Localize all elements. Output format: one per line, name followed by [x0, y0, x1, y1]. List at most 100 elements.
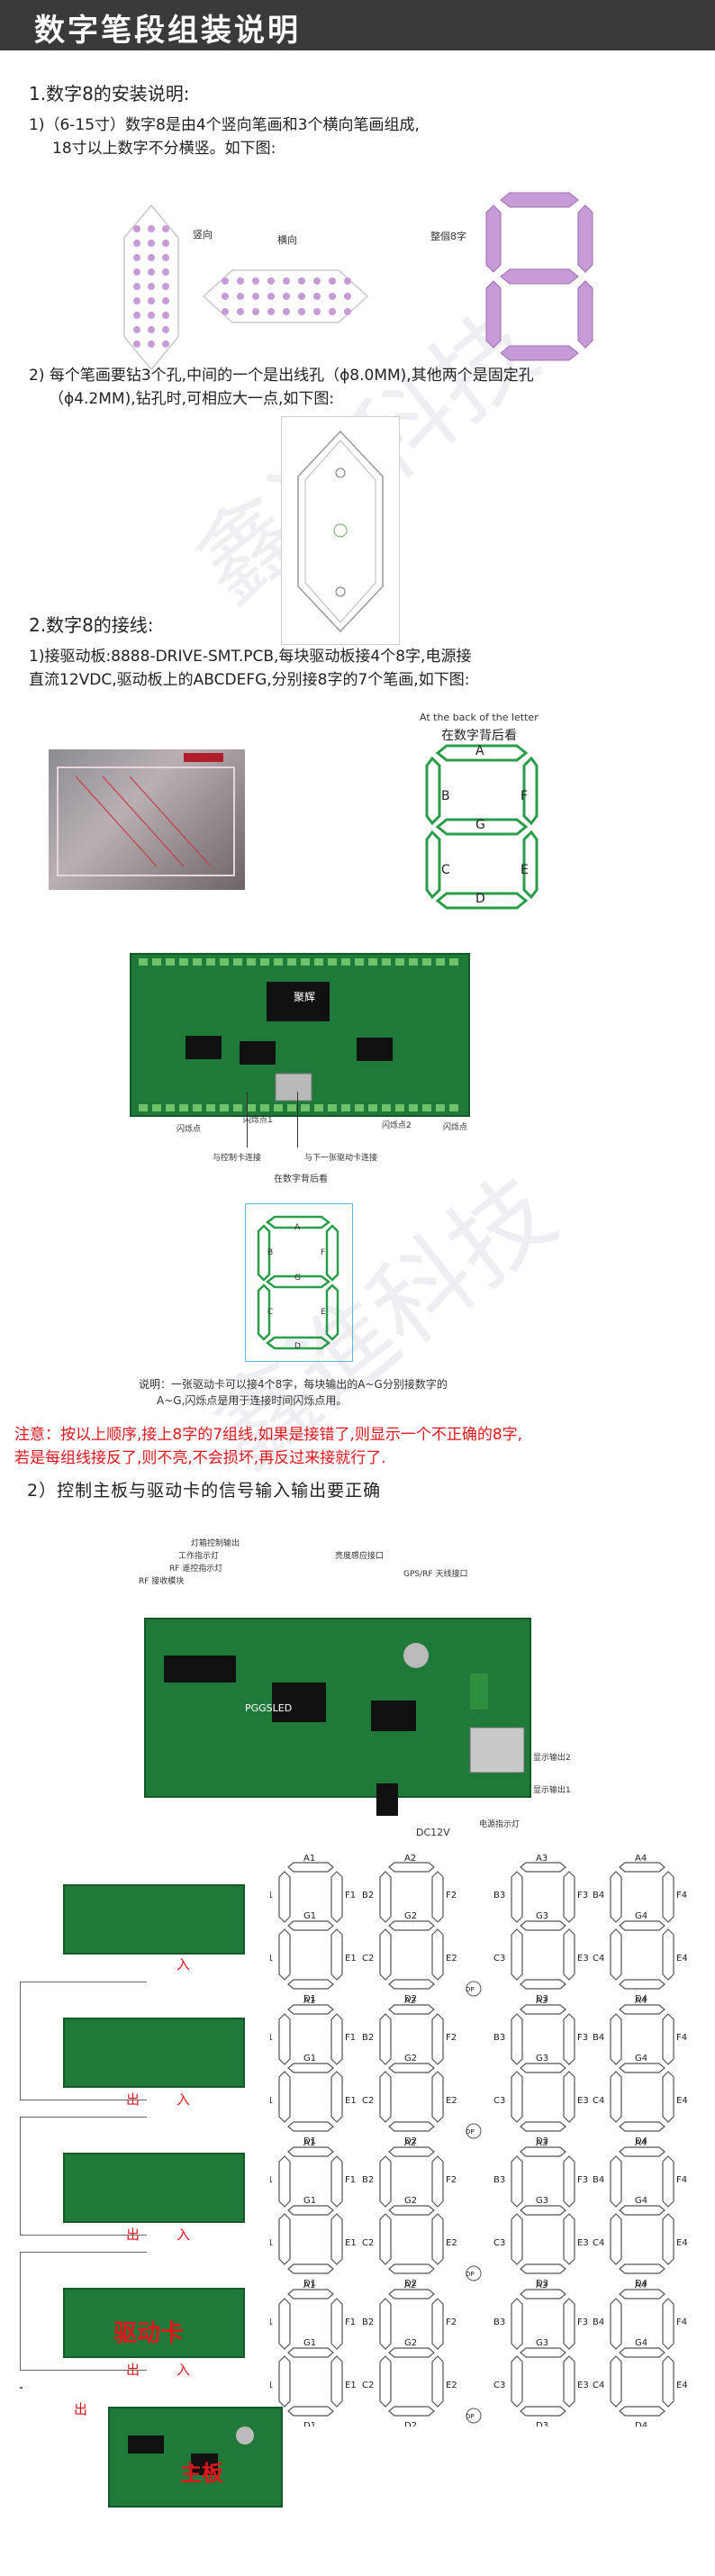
segment-label-d: D1 — [303, 1994, 316, 2004]
segment-a — [520, 2289, 566, 2299]
led-dot — [133, 312, 140, 319]
led-dot — [237, 293, 244, 300]
led-dot — [267, 308, 275, 315]
segment-label-f: F4 — [676, 2317, 687, 2327]
terminal-block — [449, 1104, 458, 1111]
seg-label-d: D — [475, 892, 485, 906]
subsection-2-title: 2）控制主板与驱动卡的信号输入输出要正确 — [27, 1481, 382, 1501]
segment-g — [388, 1920, 435, 1931]
segment-label-d: D2 — [404, 2279, 417, 2289]
segment-label-e: E2 — [446, 1954, 457, 1964]
segment-label-a: A2 — [404, 2138, 416, 2148]
segment-label-b: B4 — [593, 2175, 604, 2185]
led-dot — [133, 225, 140, 232]
in-label-1: 入 — [176, 1956, 191, 1973]
segment-label-a: A2 — [404, 1996, 416, 2006]
terminal-block — [422, 1104, 431, 1111]
led-dot — [252, 277, 259, 285]
led-dot — [148, 340, 155, 348]
mb-label-power-led: 电源指示灯 — [479, 1820, 520, 1829]
led-dot — [148, 254, 155, 261]
led-dot — [162, 225, 169, 232]
segment-label-c: C1 — [270, 2238, 273, 2248]
segment-f — [431, 2298, 444, 2350]
mb-label-dc12v: DC12V — [416, 1827, 450, 1838]
segment-d — [619, 1979, 665, 1990]
segment-label-f: F1 — [345, 2317, 356, 2327]
segment-label-g: G4 — [635, 1911, 647, 1921]
segment-label-c: C3 — [493, 2238, 505, 2248]
segment-label-f: F4 — [676, 2033, 687, 2043]
segment-label-b: B2 — [362, 1891, 374, 1900]
segment-c — [379, 2071, 392, 2123]
led-dot — [133, 283, 140, 290]
segment-b — [511, 1871, 523, 1923]
segment-f — [563, 2155, 575, 2208]
flash-right: 闪烁点 — [443, 1123, 468, 1132]
mb-label-rf-module: RF 接收模块 — [139, 1577, 185, 1586]
dp-dot — [466, 2265, 482, 2281]
segment-label-d: D3 — [536, 2421, 548, 2426]
segment-label-b: B3 — [493, 2033, 505, 2043]
terminal-block — [314, 1104, 323, 1111]
segment-c — [278, 2213, 291, 2265]
warning-line1: 注意：按以上顺序,接上8字的7组线,如果是接错了,则显示一个不正确的8字, — [14, 1426, 523, 1444]
segment-g — [520, 2063, 566, 2073]
led-dot — [133, 340, 140, 348]
led-dot — [237, 308, 244, 315]
segment-label-a: A2 — [404, 1854, 416, 1864]
terminal-block — [274, 958, 283, 966]
segment-label-f: F3 — [577, 2175, 588, 2185]
terminal-block — [436, 1104, 445, 1111]
segment-b — [379, 2155, 392, 2208]
led-dot — [162, 297, 169, 304]
note-line2: A~G,闪烁点是用于连接时间闪烁点用。 — [157, 1394, 348, 1407]
segment-label-a: A2 — [404, 2281, 416, 2290]
section1-title: 1.数字8的安装说明: — [29, 83, 190, 104]
segment-c — [511, 2071, 523, 2123]
segment-g — [619, 1920, 665, 1931]
segment-label-a: A1 — [303, 2281, 315, 2290]
terminal-block — [152, 1104, 161, 1111]
terminal-block — [206, 1104, 215, 1111]
segment-diagram-large — [425, 744, 539, 910]
segment-f — [330, 2298, 343, 2350]
digit-wiring-grid: A1B1F1G1C1E1D1A2B2F2G2C2E2D2A3B3F3G3C3E3… — [261, 1854, 702, 2431]
terminal-block — [139, 958, 148, 966]
segment-label-f: F1 — [345, 2175, 356, 2185]
segment-d — [619, 2121, 665, 2132]
digit-back-photo — [49, 749, 245, 890]
terminal-block — [328, 958, 337, 966]
segment-label-b: B3 — [493, 2317, 505, 2327]
led-dot — [283, 293, 290, 300]
segment-label-c: C3 — [493, 2096, 505, 2106]
segment-label-g: G3 — [536, 2054, 548, 2064]
terminal-block — [179, 1104, 188, 1111]
segment-label-d: D4 — [635, 1994, 647, 2004]
back-label-cn: 在数字背后看 — [441, 729, 517, 743]
mb-label-rf-led: RF 遥控指示灯 — [169, 1565, 223, 1574]
segment-label-a: A1 — [303, 1854, 315, 1864]
segment-a — [520, 1862, 566, 1873]
segment-label-a: A4 — [635, 2281, 647, 2290]
dp-label: DP — [466, 2413, 475, 2420]
segment-f — [330, 2013, 343, 2065]
led-dot — [148, 283, 155, 290]
segment-label-g: G4 — [635, 2338, 647, 2348]
segment-b — [610, 2155, 622, 2208]
segment-b — [379, 2013, 392, 2065]
connector-line — [297, 1092, 298, 1147]
label-vertical: 竖向 — [193, 229, 213, 240]
segment-a — [388, 2004, 435, 2015]
segment-label-c: C2 — [362, 2381, 374, 2390]
segment-label-d: D1 — [303, 2279, 316, 2289]
segment-f — [563, 2013, 575, 2065]
led-dot — [133, 268, 140, 276]
terminal-block — [449, 958, 458, 966]
segment-label-d: D3 — [536, 2279, 548, 2289]
segment-label-c: C3 — [493, 2381, 505, 2390]
segment-label-b: B3 — [493, 2175, 505, 2185]
to-control-card: 与控制卡连接 — [213, 1154, 262, 1163]
terminal-block — [341, 958, 350, 966]
section1-para2-line1: 2) 每个笔画要钻3个孔,中间的一个是出线孔（ϕ8.0MM),其他两个是固定孔 — [29, 367, 534, 385]
